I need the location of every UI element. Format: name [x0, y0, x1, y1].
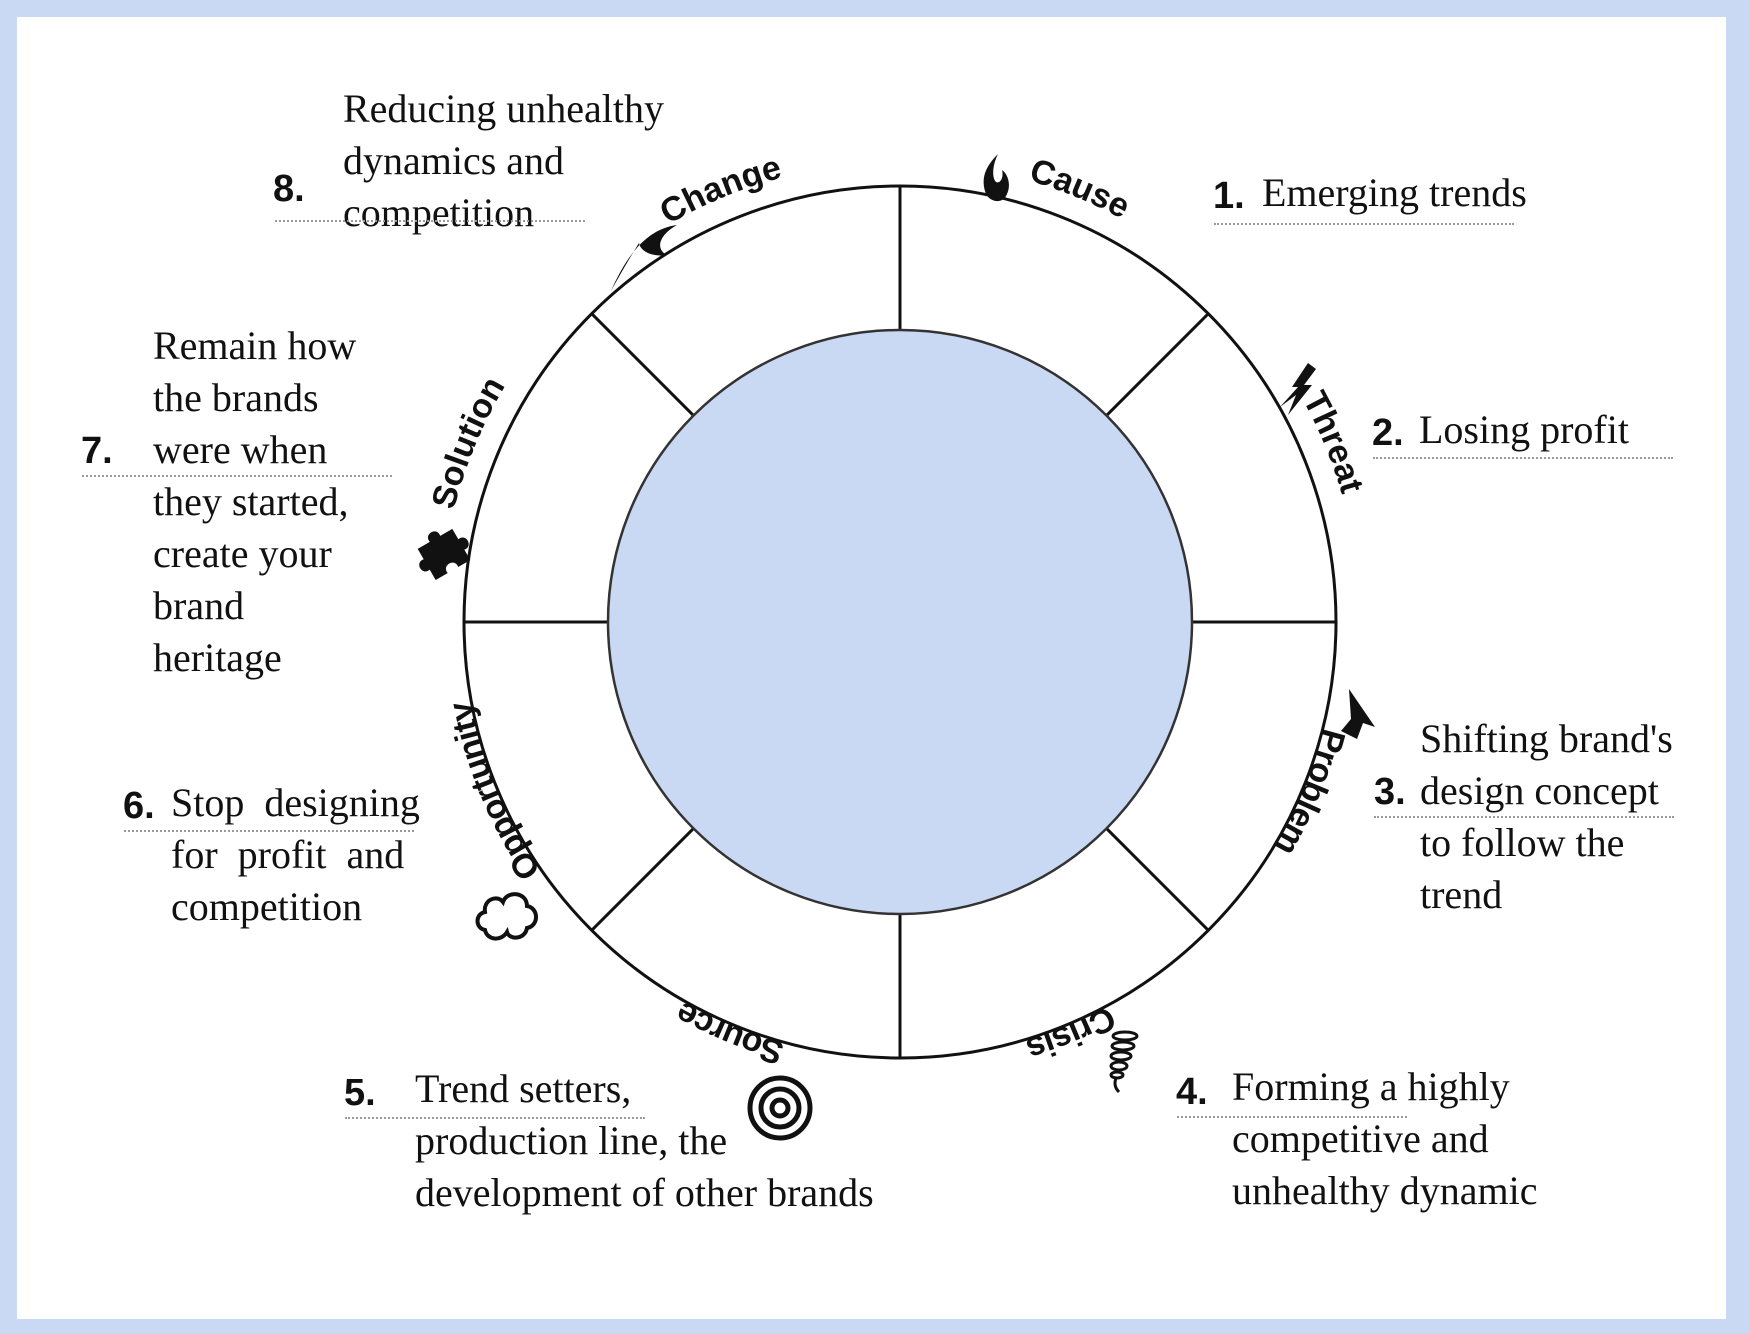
note-text-8: Reducing unhealthy dynamics and competit… [343, 86, 665, 235]
note-number-7: 7. [81, 430, 113, 472]
note-text-3: Shifting brand's design concept to follo… [1420, 716, 1673, 917]
note-text-1: Emerging trends [1262, 170, 1527, 215]
note-underline-7 [82, 475, 392, 477]
flame-icon [983, 154, 1009, 202]
cycle-wheel: CauseThreatProblemCrisisSourceOpportunit… [417, 148, 1375, 1141]
note-number-2: 2. [1372, 412, 1404, 454]
note-underline-2 [1373, 457, 1673, 459]
center-circle [606, 328, 1194, 916]
lightning-icon [1280, 363, 1316, 415]
puzzle-piece-icon [417, 528, 471, 581]
note-underline-3 [1374, 816, 1674, 818]
wave-icon [611, 225, 677, 291]
note-number-4: 4. [1176, 1071, 1208, 1113]
segment-divider [1105, 827, 1210, 932]
tornado-icon [1109, 1030, 1139, 1094]
arrow-up-icon [1341, 689, 1375, 739]
note-number-6: 6. [123, 785, 155, 827]
note-number-8: 8. [273, 168, 305, 210]
concentric-circles-icon [747, 1075, 813, 1141]
note-underline-4 [1177, 1116, 1407, 1118]
note-number-3: 3. [1374, 771, 1406, 813]
note-underline-6 [124, 830, 414, 832]
note-number-1: 1. [1213, 175, 1245, 217]
note-text-7: Remain how the brands were when they sta… [153, 323, 357, 680]
note-text-2: Losing profit [1419, 407, 1629, 452]
segment-dividers [464, 186, 1336, 1058]
note-text-5: Trend setters, production line, the deve… [415, 1066, 874, 1215]
note-number-5: 5. [344, 1072, 376, 1114]
segment-divider [590, 312, 695, 417]
segment-divider [590, 827, 695, 932]
note-text-6: Stop designing for profit and competitio… [171, 780, 420, 929]
note-underline-8 [275, 220, 585, 222]
note-underline-5 [345, 1117, 645, 1119]
segment-divider [1105, 312, 1210, 417]
cloud-icon [475, 892, 538, 941]
note-text-4: Forming a highly competitive and unhealt… [1232, 1064, 1538, 1213]
note-underline-1 [1214, 223, 1514, 225]
